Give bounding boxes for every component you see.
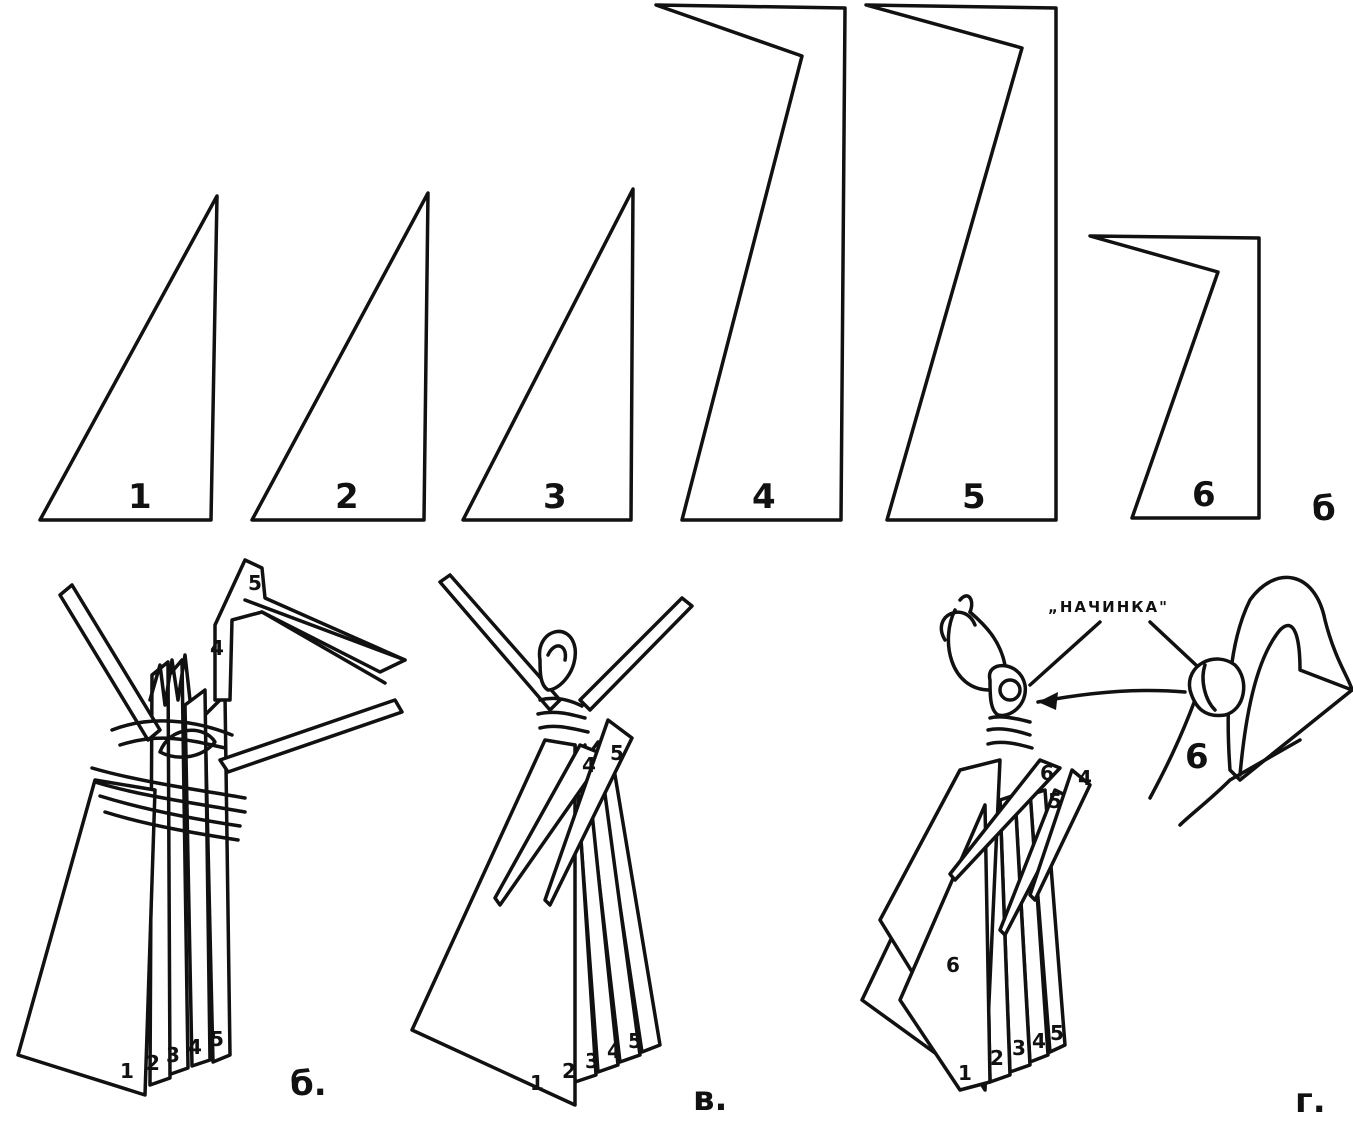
pattern-piece-2: 2 [250, 191, 430, 522]
pattern-piece-2-label: 2 [335, 477, 359, 517]
step-b-caption: б. [290, 1064, 327, 1104]
binding-wrap-2 [93, 780, 247, 814]
step-b-num-3: 3 [166, 1043, 180, 1067]
pattern-piece-5-label: 5 [962, 477, 986, 517]
step-g-caption: г. [1295, 1081, 1326, 1118]
annotation-leader-left [1028, 620, 1102, 687]
binding-2 [536, 710, 587, 720]
step-v-arm-num-5: 5 [610, 741, 624, 765]
strip-1 [16, 778, 157, 1097]
arm-5 [543, 718, 634, 907]
step-b-arm-num-4: 4 [210, 636, 224, 660]
arm-4 [1028, 768, 1092, 902]
pattern-piece-1: 1 [38, 194, 219, 522]
pattern-piece-4: 4 [654, 3, 847, 522]
filling-annotation: „НАЧИНКА" [1048, 598, 1169, 616]
step-v-num-4: 4 [607, 1039, 621, 1063]
detail-piece-6: 6 [1148, 575, 1353, 827]
step-v-num-3: 3 [585, 1049, 599, 1073]
step-v-figure: 1 2 3 4 5 4 5 в. [410, 573, 727, 1119]
stick-right [578, 596, 694, 712]
step-b-num-1: 1 [120, 1059, 134, 1083]
step-b-num-4: 4 [188, 1035, 202, 1059]
step-g-num-1: 1 [958, 1061, 972, 1085]
binding-3 [538, 724, 590, 734]
strip-5 [203, 693, 232, 1064]
step-g-num-3: 3 [1012, 1036, 1026, 1060]
binding-3 [986, 740, 1034, 750]
insert-arrow [1036, 688, 1187, 704]
step-v-caption: в. [693, 1079, 727, 1118]
step-b-arm-num-5: 5 [248, 571, 262, 595]
detail-piece-number: 6 [1185, 737, 1209, 777]
strip-tips [148, 653, 192, 707]
arm-6 [948, 758, 1062, 882]
strip-1 [898, 803, 992, 1092]
pattern-piece-6-label: 6 [1192, 475, 1216, 515]
pattern-piece-6: 6 [1088, 234, 1261, 520]
step-v-num-1: 1 [530, 1071, 544, 1095]
pattern-pieces: 1 2 3 4 5 6 б [38, 3, 1336, 529]
step-g-arm-num-4: 4 [1078, 766, 1092, 790]
binding-1 [988, 715, 1032, 724]
pattern-piece-4-label: 4 [752, 477, 776, 517]
step-g-num-4: 4 [1032, 1029, 1046, 1053]
step-g-front-piece-num: 6 [946, 953, 960, 977]
pattern-piece-3-label: 3 [543, 477, 567, 517]
head-knot [987, 663, 1027, 718]
pattern-piece-3: 3 [461, 187, 635, 522]
pattern-piece-1-label: 1 [128, 477, 152, 517]
head-knot [537, 629, 577, 692]
arrow-head [1038, 692, 1058, 710]
stick-right [218, 698, 404, 774]
step-g-num-5: 5 [1050, 1021, 1064, 1045]
step-g-arm-num-6: 6 [1040, 761, 1054, 785]
binding-wrap-3 [98, 794, 242, 828]
step-v-arm-num-4: 4 [582, 753, 596, 777]
step-b-figure: 1 2 3 4 5 4 5 б. [16, 558, 407, 1104]
step-v-num-2: 2 [562, 1059, 576, 1083]
step-b-num-5: 5 [210, 1027, 224, 1051]
binding-knot [158, 728, 217, 759]
step-g-arm-num-5: 5 [1048, 789, 1062, 813]
step-g-figure: 1 2 3 4 5 6 5 4 6 „НАЧИНКА" 6 г. [860, 575, 1353, 1121]
pattern-piece-5: 5 [864, 3, 1058, 522]
step-v-num-5: 5 [628, 1029, 642, 1053]
pattern-caption: б [1312, 489, 1336, 529]
stick-left [58, 583, 162, 742]
step-g-num-2: 2 [990, 1046, 1004, 1070]
binding-1 [538, 696, 584, 708]
binding-wrap-1 [90, 766, 247, 800]
step-b-num-2: 2 [146, 1051, 160, 1075]
filling-ball [1187, 657, 1246, 718]
binding-2 [986, 727, 1032, 737]
head-loop [939, 610, 977, 642]
binding-top [110, 719, 234, 737]
